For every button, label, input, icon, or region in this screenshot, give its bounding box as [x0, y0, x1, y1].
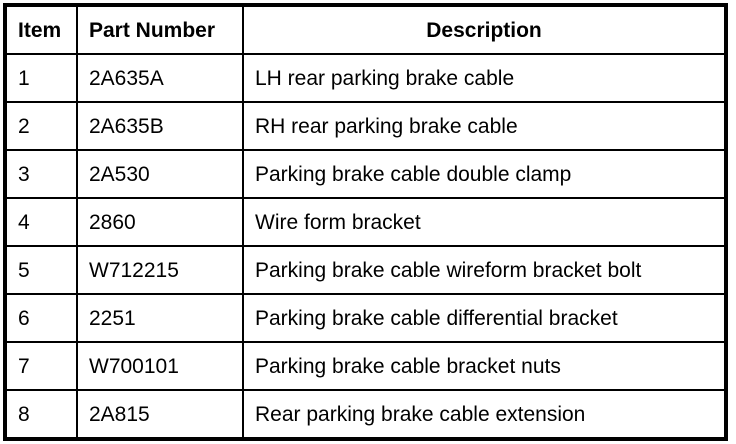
cell-item: 5 [4, 245, 78, 295]
table-row: 6 2251 Parking brake cable differential … [4, 293, 727, 343]
header-item: Item [4, 4, 78, 55]
cell-part-number: W712215 [76, 245, 244, 295]
cell-part-number: 2A815 [76, 389, 244, 440]
cell-part-number: W700101 [76, 341, 244, 391]
header-description: Description [242, 4, 727, 55]
cell-part-number: 2860 [76, 197, 244, 247]
cell-item: 1 [4, 53, 78, 103]
cell-part-number: 2A635B [76, 101, 244, 151]
cell-description: LH rear parking brake cable [242, 53, 727, 103]
table-row: 5 W712215 Parking brake cable wireform b… [4, 245, 727, 295]
cell-description: Parking brake cable wireform bracket bol… [242, 245, 727, 295]
header-row: Item Part Number Description [4, 4, 727, 55]
cell-item: 7 [4, 341, 78, 391]
cell-part-number: 2A530 [76, 149, 244, 199]
table-row: 3 2A530 Parking brake cable double clamp [4, 149, 727, 199]
table-row: 4 2860 Wire form bracket [4, 197, 727, 247]
cell-item: 8 [4, 389, 78, 440]
parts-table: Item Part Number Description 1 2A635A LH… [3, 3, 728, 441]
cell-description: Parking brake cable bracket nuts [242, 341, 727, 391]
header-part-number: Part Number [76, 4, 244, 55]
table-row: 7 W700101 Parking brake cable bracket nu… [4, 341, 727, 391]
cell-description: Rear parking brake cable extension [242, 389, 727, 440]
cell-item: 2 [4, 101, 78, 151]
cell-description: Wire form bracket [242, 197, 727, 247]
cell-description: Parking brake cable double clamp [242, 149, 727, 199]
cell-item: 3 [4, 149, 78, 199]
cell-item: 4 [4, 197, 78, 247]
cell-item: 6 [4, 293, 78, 343]
table-row: 8 2A815 Rear parking brake cable extensi… [4, 389, 727, 440]
table-row: 1 2A635A LH rear parking brake cable [4, 53, 727, 103]
cell-part-number: 2A635A [76, 53, 244, 103]
cell-part-number: 2251 [76, 293, 244, 343]
cell-description: Parking brake cable differential bracket [242, 293, 727, 343]
table-row: 2 2A635B RH rear parking brake cable [4, 101, 727, 151]
cell-description: RH rear parking brake cable [242, 101, 727, 151]
